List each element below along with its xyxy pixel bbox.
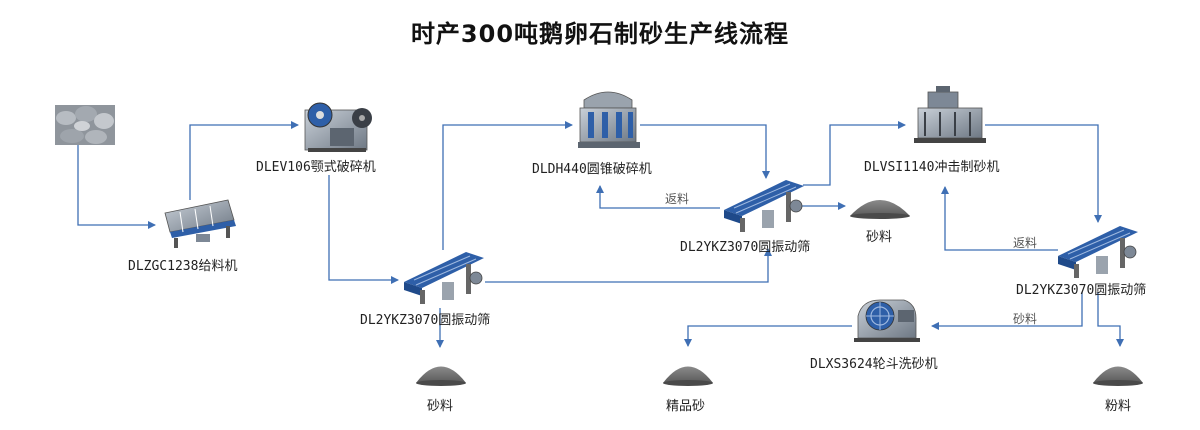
- vibrating-screen-icon: [404, 252, 484, 304]
- jaw-crusher-icon: [304, 102, 372, 152]
- impact-sand-maker-icon: [914, 86, 986, 143]
- flow-jaw-to-screen1: [328, 175, 399, 284]
- vibrating-screen-icon: [724, 180, 804, 232]
- flow-washer-to-finesand: [684, 325, 852, 347]
- edge-label-return-1: 返料: [665, 192, 690, 206]
- material-pile-icon: [1093, 366, 1143, 386]
- edge-label-return-2: 返料: [1013, 236, 1038, 250]
- flow-sandmaker-to-screen3: [985, 124, 1102, 223]
- screen-1-label: DL2YKZ3070圆振动筛: [360, 313, 491, 328]
- page-title: 时产300吨鹅卵石制砂生产线流程: [410, 20, 790, 48]
- material-pile-icon: [416, 366, 466, 386]
- flow-screen3-to-washer: [931, 292, 1083, 330]
- material-pile-icon: [850, 200, 910, 219]
- bucket-sand-washer-icon: [854, 299, 920, 342]
- flow-cone-to-screen2: [640, 124, 770, 179]
- screen-3-label: DL2YKZ3070圆振动筛: [1016, 283, 1147, 298]
- flow-screen2-return-to-cone: [596, 185, 720, 209]
- sand-maker-label: DLVSI1140冲击制砂机: [864, 160, 1000, 175]
- flow-screen2-to-sandmaker: [803, 121, 906, 186]
- screen-2-label: DL2YKZ3070圆振动筛: [680, 240, 811, 255]
- material-pile-icon: [663, 366, 713, 386]
- flow-screen1-to-cone: [442, 121, 573, 250]
- rock-pile-icon: [55, 105, 115, 145]
- cone-crusher-label: DLDH440圆锥破碎机: [532, 162, 652, 177]
- jaw-crusher-label: DLEV106颚式破碎机: [256, 160, 376, 175]
- flow-screen3-to-powder: [1097, 292, 1124, 347]
- pile-sand-2-label: 砂料: [866, 230, 893, 245]
- flow-screen3-return-to-sandmaker: [941, 186, 1058, 251]
- sand-washer-label: DLXS3624轮斗洗砂机: [810, 357, 938, 372]
- feeder-label: DLZGC1238给料机: [128, 259, 238, 274]
- vibrating-screen-icon: [1058, 226, 1138, 278]
- flow-screen1-to-screen2: [485, 248, 772, 283]
- pile-powder-label: 粉料: [1105, 399, 1132, 414]
- vibrating-feeder-icon: [164, 199, 236, 248]
- edge-label-sand-to-washer: 砂料: [1013, 312, 1038, 326]
- pile-sand-1-label: 砂料: [427, 399, 454, 414]
- pile-fine-sand-label: 精品砂: [666, 399, 706, 414]
- flow-raw-to-feeder: [77, 145, 156, 229]
- flow-feeder-to-jaw: [189, 121, 299, 200]
- cone-crusher-icon: [578, 91, 640, 148]
